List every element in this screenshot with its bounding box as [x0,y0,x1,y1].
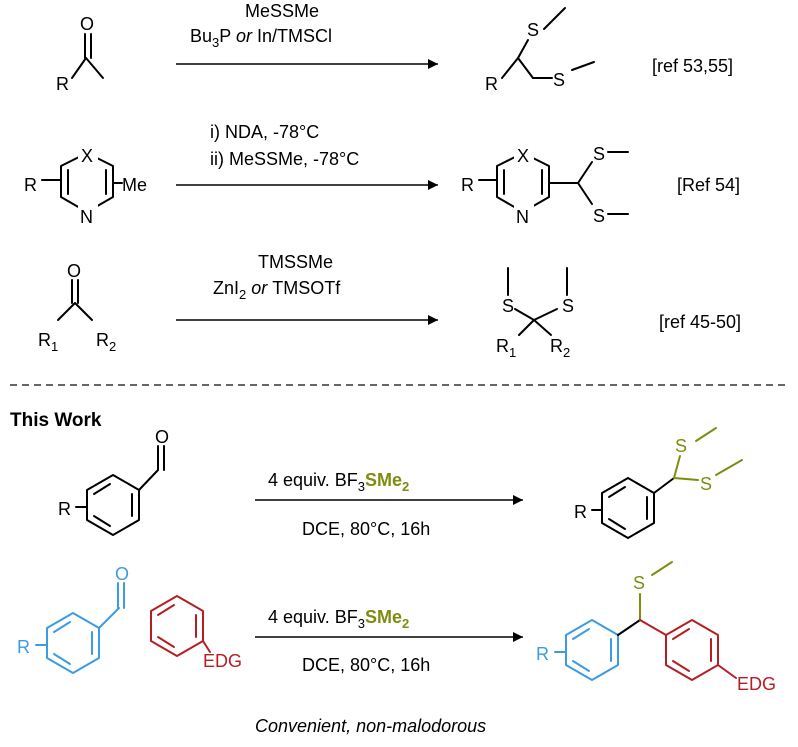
r-group-label: R [58,499,71,519]
oxygen-label: O [80,14,94,34]
r-group-label: R [461,175,474,195]
r-group-label: R [56,74,69,94]
reaction-4: O R 4 equiv. BF3SMe2 DCE, 80°C, 16h S S … [58,427,743,539]
r-group-label: R [536,644,549,664]
oxygen-label: O [67,261,81,281]
sulfur-label: S [593,144,605,164]
footer-note: Convenient, non-malodorous [255,716,486,736]
reagent-line-2: ii) MeSSMe, -78°C [210,149,359,169]
reaction-2: X N R Me i) NDA, -78°C ii) MeSSMe, -78°C… [24,122,740,227]
methylazine-reactant: X N R Me [24,145,147,227]
r2-group-label: R2 [550,336,570,360]
sulfur-label: S [562,296,574,316]
ketal-product: S S R1 R2 [496,267,574,360]
reference-label: [Ref 54] [677,175,740,195]
reagent-line-2: ZnI2 or TMSOTf [213,278,341,302]
r-group-label: R [485,74,498,94]
nitrogen-label: N [516,207,529,227]
ketone-reactant: O R1 R2 [38,261,116,354]
sulfur-label: S [633,573,645,593]
benzaldehyde-reactant-blue: O R [17,564,129,674]
aryl-dithioacetal-product: S S R [574,427,743,539]
reagent-line-1: i) NDA, -78°C [210,122,319,142]
x-heteroatom-label: X [517,146,529,166]
sulfur-label: S [502,296,514,316]
r-group-label: R [24,175,37,195]
reaction-5: O R EDG 4 equiv. BF3SMe2 DCE, 80°C, 16h [17,561,776,694]
sulfur-label: S [593,206,605,226]
reference-label: [ref 53,55] [652,56,733,76]
reagent-line-1: TMSSMe [258,252,333,272]
diarylmethyl-sulfide-product: S R EDG [536,561,776,694]
methyl-label: Me [122,175,147,195]
sulfur-label: S [700,474,712,494]
reagent-line-2: Bu3P or In/TMSCl [190,26,332,50]
sulfur-label: S [527,20,539,40]
dithioacetal-product: S S R [485,7,595,94]
reagent-line-1: MeSSMe [245,1,319,21]
benzaldehyde-reactant: O R [58,427,169,536]
oxygen-label: O [155,427,169,447]
nitrogen-label: N [80,207,93,227]
sulfur-label: S [675,436,687,456]
x-heteroatom-label: X [81,146,93,166]
reagent-line: 4 equiv. BF3SMe2 [268,607,409,631]
r-group-label: R [17,637,30,657]
oxygen-label: O [115,564,129,584]
r-group-label: R [574,502,587,522]
reagent-line: 4 equiv. BF3SMe2 [268,470,409,494]
r1-group-label: R1 [38,330,58,354]
r2-group-label: R2 [96,330,116,354]
this-work-heading: This Work [10,410,102,431]
edg-arene-reactant: EDG [150,595,242,671]
edg-label: EDG [737,674,776,694]
r1-group-label: R1 [496,336,516,360]
conditions-line: DCE, 80°C, 16h [302,655,430,675]
azine-dithioacetal-product: X N R S S [461,144,629,227]
aldehyde-reactant: O R [56,14,104,94]
edg-label: EDG [203,651,242,671]
reference-label: [ref 45-50] [659,312,741,332]
reaction-1: O R MeSSMe Bu3P or In/TMSCl S S R [ref 5… [56,1,733,94]
sulfur-label: S [553,70,565,90]
conditions-line: DCE, 80°C, 16h [302,519,430,539]
reaction-3: O R1 R2 TMSSMe ZnI2 or TMSOTf S S R1 R2 … [38,252,741,360]
